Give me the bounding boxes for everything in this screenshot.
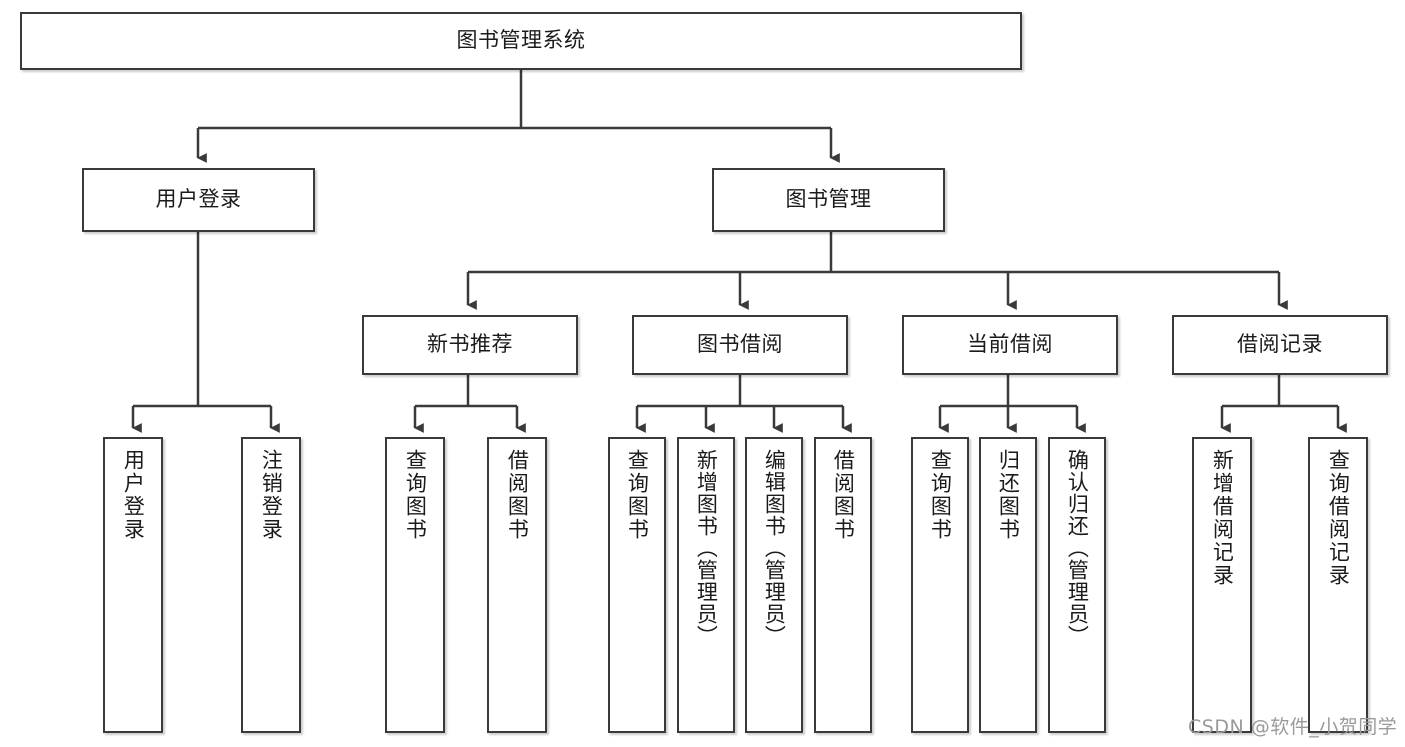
leaf-user-login-login-label: 用户登录 bbox=[121, 449, 146, 541]
leaf-record-query-label: 查询借阅记录 bbox=[1326, 449, 1351, 587]
node-book-management[interactable]: 图书管理 bbox=[712, 168, 945, 232]
node-user-login[interactable]: 用户登录 bbox=[82, 168, 315, 232]
leaf-user-login-logout-label: 注销登录 bbox=[259, 449, 284, 541]
node-borrow-record[interactable]: 借阅记录 bbox=[1172, 315, 1388, 375]
leaf-borrow-add-book[interactable]: 新增图书（管理员） bbox=[677, 437, 735, 733]
node-book-management-label: 图书管理 bbox=[785, 187, 872, 212]
leaf-current-query-label: 查询图书 bbox=[928, 449, 953, 541]
node-user-login-label: 用户登录 bbox=[155, 187, 242, 212]
leaf-record-query[interactable]: 查询借阅记录 bbox=[1308, 437, 1368, 733]
node-current-borrow-label: 当前借阅 bbox=[967, 332, 1053, 357]
node-book-borrow[interactable]: 图书借阅 bbox=[632, 315, 848, 375]
leaf-user-login-login[interactable]: 用户登录 bbox=[103, 437, 163, 733]
leaf-borrow-query[interactable]: 查询图书 bbox=[608, 437, 666, 733]
leaf-new-book-borrow[interactable]: 借阅图书 bbox=[487, 437, 547, 733]
leaf-borrow-query-label: 查询图书 bbox=[625, 449, 650, 541]
node-new-book-recommend-label: 新书推荐 bbox=[427, 332, 513, 357]
watermark-text: CSDN @软件_小贺同学 bbox=[1188, 716, 1398, 738]
leaf-user-login-logout[interactable]: 注销登录 bbox=[241, 437, 301, 733]
node-root-label: 图书管理系统 bbox=[456, 28, 586, 53]
node-book-borrow-label: 图书借阅 bbox=[697, 332, 783, 357]
node-new-book-recommend[interactable]: 新书推荐 bbox=[362, 315, 578, 375]
leaf-record-add[interactable]: 新增借阅记录 bbox=[1192, 437, 1252, 733]
leaf-borrow-add-book-label: 新增图书（管理员） bbox=[694, 449, 719, 647]
leaf-current-return-label: 归还图书 bbox=[996, 449, 1021, 541]
leaf-new-book-borrow-label: 借阅图书 bbox=[505, 449, 530, 541]
leaf-borrow-edit-book-label: 编辑图书（管理员） bbox=[762, 449, 787, 647]
node-current-borrow[interactable]: 当前借阅 bbox=[902, 315, 1118, 375]
leaf-current-confirm-return[interactable]: 确认归还（管理员） bbox=[1048, 437, 1106, 733]
leaf-borrow-borrow-book-label: 借阅图书 bbox=[831, 449, 856, 541]
leaf-current-confirm-return-label: 确认归还（管理员） bbox=[1065, 449, 1090, 647]
leaf-record-add-label: 新增借阅记录 bbox=[1210, 449, 1235, 587]
leaf-new-book-query-label: 查询图书 bbox=[403, 449, 428, 541]
leaf-current-query[interactable]: 查询图书 bbox=[911, 437, 969, 733]
node-root[interactable]: 图书管理系统 bbox=[20, 12, 1022, 70]
node-borrow-record-label: 借阅记录 bbox=[1237, 332, 1323, 357]
leaf-borrow-edit-book[interactable]: 编辑图书（管理员） bbox=[745, 437, 803, 733]
leaf-borrow-borrow-book[interactable]: 借阅图书 bbox=[814, 437, 872, 733]
leaf-new-book-query[interactable]: 查询图书 bbox=[385, 437, 445, 733]
leaf-current-return[interactable]: 归还图书 bbox=[979, 437, 1037, 733]
